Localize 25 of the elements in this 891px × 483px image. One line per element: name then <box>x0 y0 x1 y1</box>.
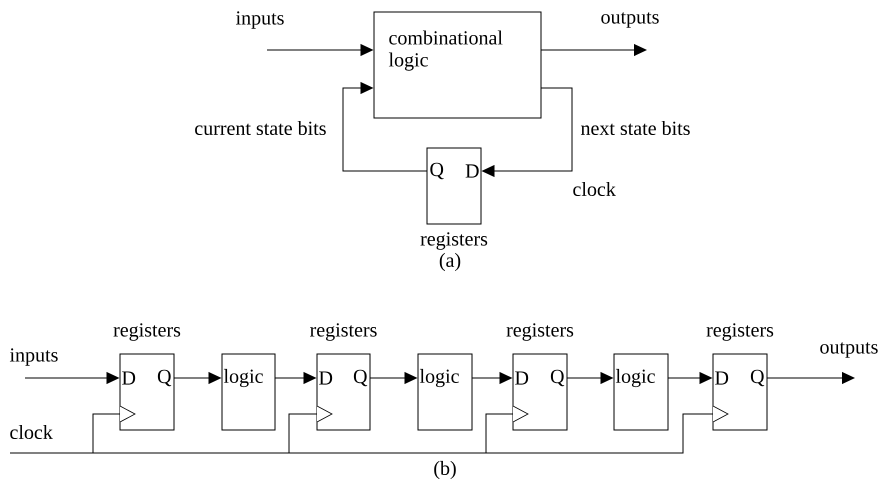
panel-caption: (a) <box>440 252 460 272</box>
register-label: registers <box>114 323 180 341</box>
logic-box: logic <box>418 354 472 430</box>
register-label: registers <box>706 323 774 341</box>
signal-label: inputs <box>8 347 60 367</box>
signal-label: next state bits <box>580 120 692 136</box>
signal-label: current state bits <box>193 120 328 136</box>
register-box: D Q <box>512 354 568 430</box>
arrow <box>342 82 427 172</box>
register-box: D Q <box>712 354 768 430</box>
signal-label: clock <box>573 182 616 196</box>
signal-label: outputs <box>818 341 880 359</box>
register-label: registers <box>310 323 377 341</box>
signal-label: outputs <box>600 11 660 29</box>
register-box: D Q <box>120 354 174 430</box>
logic-box: logic <box>222 354 276 430</box>
logic-box: combinational logic <box>374 12 542 118</box>
logic-box: logic <box>614 354 668 430</box>
register-box: D Q <box>316 354 370 430</box>
panel-caption: (b) <box>434 460 456 480</box>
register-box: Q D <box>426 148 482 224</box>
register-label: registers <box>420 232 488 250</box>
signal-label: inputs <box>234 10 286 30</box>
signal-label: clock <box>8 424 54 440</box>
register-label: registers <box>506 323 574 341</box>
